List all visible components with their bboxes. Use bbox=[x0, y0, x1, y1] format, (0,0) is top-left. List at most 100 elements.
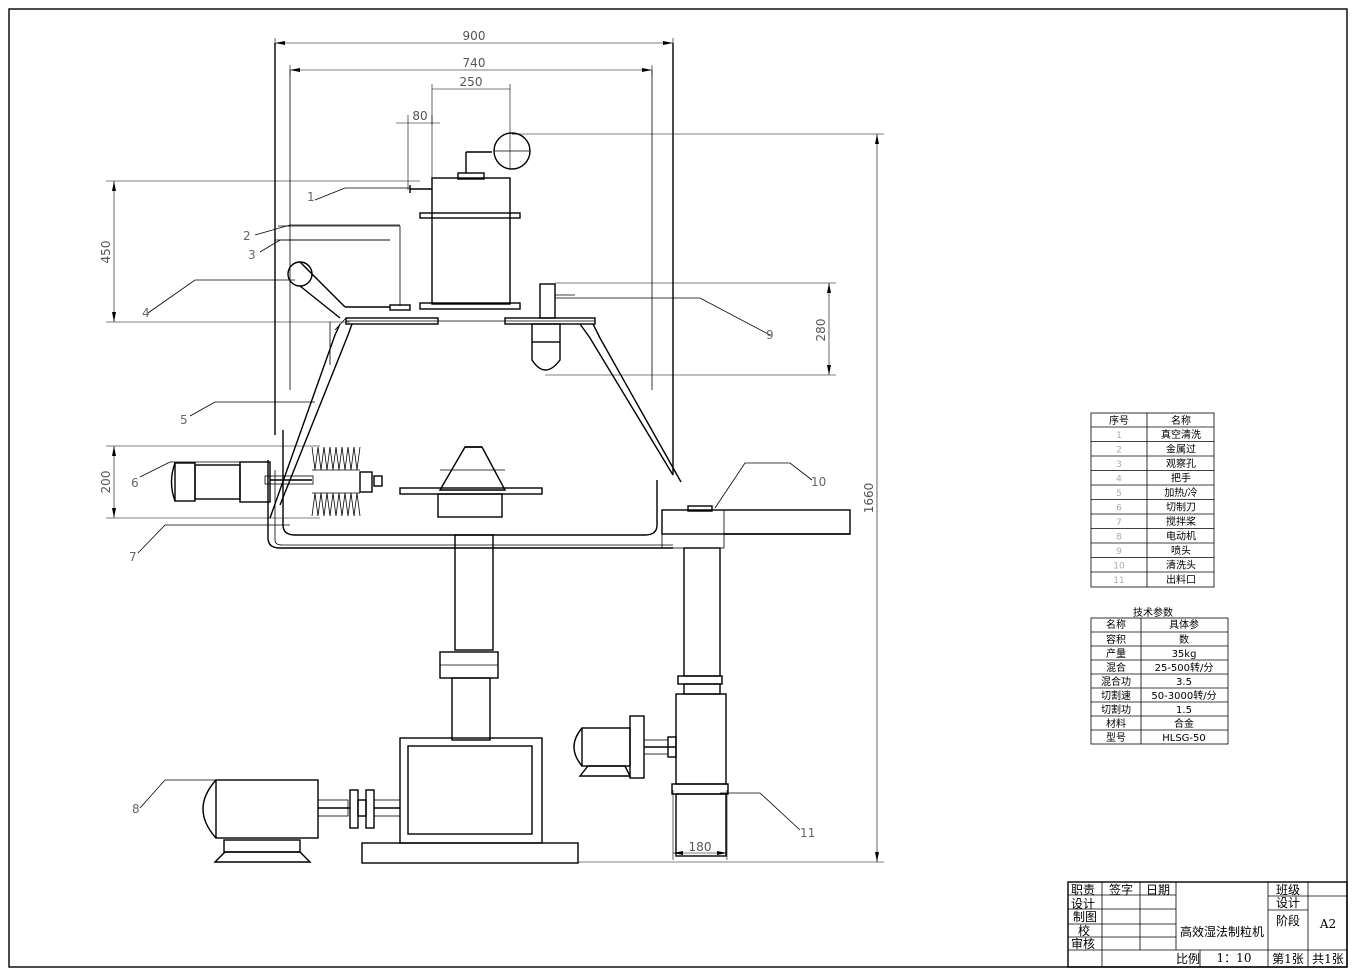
parts-row-no: 2 bbox=[1116, 446, 1122, 456]
parts-row-name: 加热/冷 bbox=[1164, 486, 1197, 499]
title-block: 职责 设计 制图 校 审核 签字 日期 高效湿法制粒机 班级 设计 阶段 A2 … bbox=[1067, 881, 1348, 968]
dim-280: 280 bbox=[814, 319, 828, 342]
handle-wheel bbox=[287, 261, 313, 287]
tb-scale-label: 比例 bbox=[1176, 952, 1200, 966]
gearbox bbox=[399, 737, 543, 844]
tb-drafter-label: 制图 bbox=[1073, 910, 1097, 924]
tb-sheet-total: 共1张 bbox=[1312, 952, 1344, 966]
callout-leaders bbox=[137, 187, 813, 831]
tech-row-value: 35kg bbox=[1172, 649, 1197, 660]
parts-header-no: 序号 bbox=[1109, 414, 1129, 427]
parts-row-no: 4 bbox=[1116, 475, 1122, 485]
tech-row-value: 50-3000转/分 bbox=[1151, 689, 1216, 702]
tb-sheet-size: A2 bbox=[1319, 917, 1336, 931]
parts-row-name: 金属过 bbox=[1166, 443, 1196, 456]
tb-design-label: 设计 bbox=[1276, 896, 1300, 910]
tb-role-header: 职责 bbox=[1071, 883, 1095, 897]
drawing-title: 高效湿法制粒机 bbox=[1180, 924, 1264, 939]
parts-row-no: 8 bbox=[1116, 533, 1122, 543]
parts-row-name: 观察孔 bbox=[1166, 457, 1196, 470]
parts-row-no: 11 bbox=[1113, 576, 1124, 586]
tb-stage-label: 阶段 bbox=[1276, 913, 1300, 928]
chopper-blades bbox=[311, 446, 383, 517]
parts-row-no: 5 bbox=[1116, 489, 1122, 499]
callout-1: 1 bbox=[307, 190, 315, 204]
parts-row-name: 喷头 bbox=[1171, 545, 1191, 557]
tech-row-value: HLSG-50 bbox=[1162, 733, 1206, 744]
tech-row-name: 产量 bbox=[1106, 647, 1126, 660]
parts-row-name: 真空清洗 bbox=[1161, 428, 1201, 441]
tech-row-name: 混合功 bbox=[1101, 675, 1131, 688]
dim-1660: 1660 bbox=[862, 483, 876, 514]
tech-row-name: 混合 bbox=[1106, 661, 1126, 674]
main-shaft bbox=[454, 534, 494, 651]
spray-head-pipe bbox=[539, 283, 556, 319]
callout-8: 8 bbox=[132, 802, 140, 816]
dim-250: 250 bbox=[460, 75, 483, 89]
parts-row-no: 1 bbox=[1116, 431, 1122, 441]
tech-row-value: 3.5 bbox=[1176, 677, 1192, 688]
vacuum-cylinder bbox=[431, 177, 511, 305]
parts-row-no: 6 bbox=[1116, 504, 1122, 514]
tb-designer-label: 设计 bbox=[1071, 897, 1095, 911]
dim-450: 450 bbox=[99, 241, 113, 264]
tech-row-value: 25-500转/分 bbox=[1155, 661, 1214, 674]
tb-checker-label: 校 bbox=[1078, 923, 1090, 938]
tech-row-name: 材料 bbox=[1106, 717, 1126, 730]
callout-2: 2 bbox=[243, 229, 251, 243]
dim-200: 200 bbox=[99, 471, 113, 494]
sheet-border bbox=[8, 8, 1348, 968]
parts-header-name: 名称 bbox=[1171, 414, 1191, 427]
callout-6: 6 bbox=[131, 476, 139, 490]
parts-row-no: 7 bbox=[1116, 518, 1122, 528]
callout-3: 3 bbox=[248, 248, 256, 262]
dim-740: 740 bbox=[463, 56, 486, 70]
parts-row-name: 电动机 bbox=[1166, 530, 1196, 543]
tech-row-name: 切割速 bbox=[1101, 689, 1131, 702]
tech-row-name: 容积 bbox=[1106, 633, 1126, 646]
callout-4: 4 bbox=[142, 306, 150, 320]
parts-row-no: 3 bbox=[1116, 460, 1122, 470]
dimension-lines bbox=[106, 38, 884, 863]
chopper-motor bbox=[174, 462, 196, 502]
callout-11: 11 bbox=[800, 826, 815, 840]
tb-signature-header: 签字 bbox=[1109, 882, 1133, 897]
parts-row-name: 出料口 bbox=[1166, 573, 1196, 586]
tech-row-value: 合金 bbox=[1174, 717, 1194, 730]
tb-class-label: 班级 bbox=[1276, 883, 1300, 897]
callout-7: 7 bbox=[129, 550, 137, 564]
discharge-motor bbox=[573, 715, 677, 779]
discharge-column bbox=[683, 547, 721, 677]
tb-scale-value: 1：10 bbox=[1217, 951, 1252, 965]
tech-header-name: 名称 bbox=[1106, 618, 1126, 631]
tb-sheet-number: 第1张 bbox=[1272, 952, 1304, 966]
main-motor bbox=[202, 779, 401, 863]
tb-date-header: 日期 bbox=[1146, 883, 1170, 897]
tb-reviewer-label: 审核 bbox=[1071, 936, 1095, 951]
parts-row-name: 切制刀 bbox=[1166, 501, 1196, 514]
parts-row-no: 10 bbox=[1113, 562, 1125, 572]
callout-5: 5 bbox=[180, 413, 188, 427]
tech-table-title: 技术参数 bbox=[1133, 606, 1173, 619]
tech-row-value: 1.5 bbox=[1176, 705, 1192, 716]
parts-row-name: 搅拌桨 bbox=[1166, 515, 1196, 528]
agitator-cone bbox=[438, 446, 507, 491]
tech-row-name: 型号 bbox=[1106, 731, 1126, 744]
callout-10: 10 bbox=[811, 475, 826, 489]
parts-row-name: 清洗头 bbox=[1166, 559, 1196, 572]
tech-row-name: 切割功 bbox=[1101, 703, 1131, 716]
parts-table: 序号 名称 1 真空清洗 2 金属过 3 观察孔 4 把手 5 加热/冷 6 切制刀 7 搅拌桨 8 电动机 9… bbox=[1090, 412, 1215, 588]
machine-assembly bbox=[170, 43, 851, 864]
parts-row-no: 9 bbox=[1116, 547, 1122, 557]
parts-row-name: 把手 bbox=[1171, 472, 1191, 485]
callout-9: 9 bbox=[766, 328, 774, 342]
dim-180: 180 bbox=[689, 840, 712, 854]
base-plate bbox=[361, 842, 579, 864]
tech-header-value: 具体参 bbox=[1169, 618, 1199, 631]
tech-row-value: 数 bbox=[1179, 633, 1189, 646]
dim-80: 80 bbox=[412, 109, 427, 123]
dim-900: 900 bbox=[463, 29, 486, 43]
